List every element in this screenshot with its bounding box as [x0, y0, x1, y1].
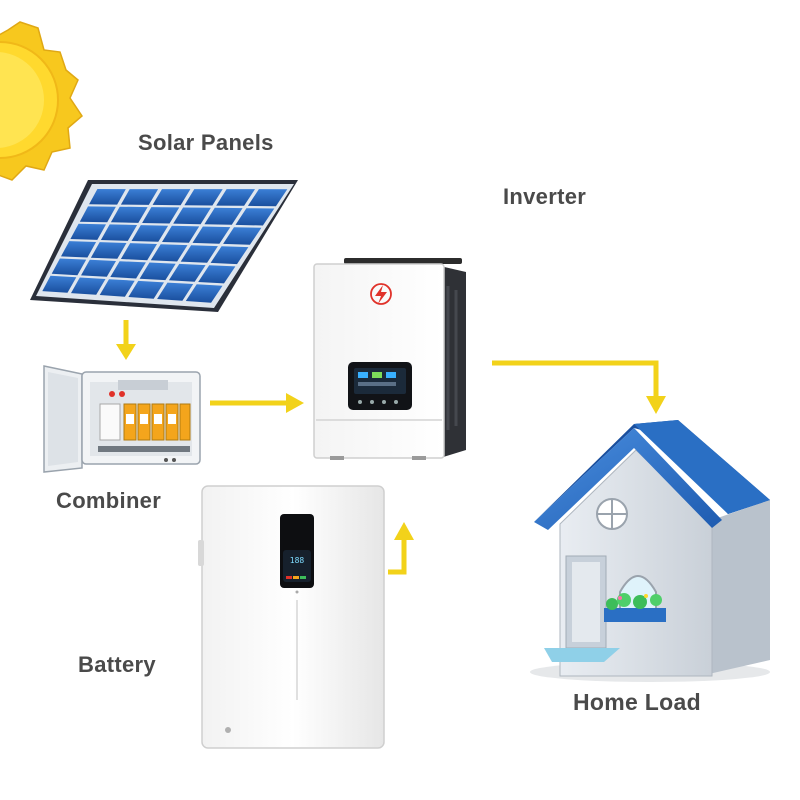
solar-cell — [210, 246, 249, 265]
solar-cell — [139, 262, 176, 281]
solar-cell — [235, 208, 275, 226]
solar-cell — [184, 189, 223, 206]
solar-cell — [90, 242, 127, 259]
solar-cell — [61, 241, 97, 258]
solar-cell — [142, 207, 180, 224]
label-inverter: Inverter — [503, 184, 587, 209]
arrow-inverter-to-home — [492, 360, 666, 414]
label-home-load: Home Load — [573, 689, 701, 715]
solar-cell — [99, 279, 135, 297]
solar-cell — [128, 280, 164, 299]
solar-cell — [120, 243, 157, 261]
solar-cell — [247, 189, 288, 207]
solar-cell — [198, 265, 236, 284]
solar-cell — [120, 189, 159, 205]
solar-cell — [81, 259, 116, 277]
solar-cell — [180, 245, 218, 263]
label-solar-panels: Solar Panels — [138, 130, 274, 155]
solar-cell — [216, 189, 255, 206]
solar-cell — [110, 206, 148, 223]
solar-cell — [71, 277, 106, 295]
lightning-bolt-icon — [370, 283, 392, 305]
solar-cell — [157, 282, 194, 301]
solar-cell — [42, 275, 77, 293]
solar-panel — [30, 180, 298, 312]
battery-display-readout: 188 — [289, 556, 305, 565]
solar-cell — [70, 223, 106, 240]
combiner-box — [43, 365, 201, 473]
house-home-load — [530, 420, 770, 682]
solar-cell — [150, 244, 188, 262]
label-combiner: Combiner — [56, 488, 162, 513]
solar-cell — [162, 225, 200, 243]
solar-panel-cells — [42, 189, 288, 303]
arrow-panel-to-combiner — [116, 320, 136, 360]
solar-cell — [168, 263, 206, 282]
arrow-battery-to-inverter — [388, 522, 414, 575]
solar-cell — [223, 227, 262, 245]
solar-cell — [192, 226, 231, 244]
label-battery: Battery — [78, 652, 156, 677]
sun-icon — [0, 21, 83, 181]
solar-cell — [100, 224, 138, 241]
battery-unit — [198, 485, 385, 749]
solar-cell — [131, 225, 169, 242]
solar-cell — [89, 189, 126, 205]
solar-cell — [173, 207, 211, 225]
solar-cell — [152, 189, 191, 206]
solar-cell — [79, 206, 116, 223]
solar-cell — [204, 207, 243, 225]
solar-cell — [185, 284, 223, 303]
solar-cell — [51, 258, 87, 276]
inverter-unit — [313, 258, 466, 460]
arrow-combiner-to-inverter — [210, 393, 304, 413]
solar-cell — [110, 261, 146, 279]
